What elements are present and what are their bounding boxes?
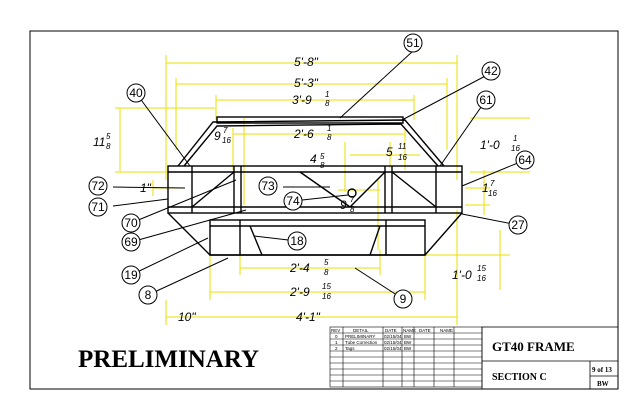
- dim-bottom-mid-den: 16: [322, 292, 331, 301]
- dim-bottom-offset: 10": [178, 310, 196, 324]
- dim-small-a-den: 8: [320, 161, 325, 170]
- rev-header-name: NAME: [403, 328, 416, 333]
- balloon-27: 27: [511, 218, 525, 232]
- dim-bottom-right: 1'-0: [452, 268, 472, 282]
- preliminary-stamp: PRELIMINARY: [78, 346, 259, 373]
- balloon-40: 40: [129, 86, 143, 100]
- sheet-number: 9 of 13: [592, 366, 612, 374]
- dim-width-mid: 5'-3": [294, 76, 319, 90]
- revision-table: [329, 326, 483, 388]
- dim-right-top-num: 1: [513, 134, 517, 143]
- section-label: SECTION C: [492, 372, 547, 383]
- rev-row-0-detail: PRELIMINARY: [345, 334, 375, 339]
- rev-row-2-detail: Tags: [345, 346, 355, 351]
- revision-table-text: REV DETAIL DATE NAME DATE NAME 0 PRELIMI…: [331, 328, 453, 351]
- dim-small-b: 5: [386, 145, 393, 159]
- dim-width-outer: 5'-8": [294, 55, 319, 69]
- balloons: [88, 33, 535, 309]
- dim-bottom-mid-num: 15: [322, 282, 331, 291]
- dim-bottom-right-num: 15: [477, 264, 486, 273]
- rev-row-0-rev: 0: [335, 334, 338, 339]
- dim-bottom-inner: 2'-4: [289, 261, 310, 275]
- balloon-70: 70: [124, 216, 138, 230]
- balloon-64: 64: [518, 153, 532, 167]
- dimension-labels: 5'-8" 5'-3" 3'-9 1 8 2'-6 1 8 11 5 8 9 7…: [93, 55, 520, 324]
- dim-width-roof-den: 8: [325, 99, 330, 108]
- dim-height-left-den: 8: [106, 142, 111, 151]
- dim-width-inner-top-den: 8: [327, 133, 332, 142]
- balloon-74: 74: [286, 194, 300, 208]
- dim-bottom-right-den: 16: [477, 274, 486, 283]
- balloon-8: 8: [145, 288, 152, 302]
- dim-height-left: 11: [93, 135, 105, 149]
- title-block: [481, 326, 619, 390]
- dim-width-roof-num: 1: [325, 90, 329, 99]
- dim-small-b-num: 11: [398, 142, 406, 151]
- dim-right-top-den: 16: [511, 144, 520, 153]
- dim-bottom-inner-num: 5: [324, 258, 329, 267]
- rev-row-1-rev: 1: [335, 340, 338, 345]
- dim-width-inner-top: 2'-6: [293, 127, 314, 141]
- sheet-border: [29, 30, 619, 390]
- dim-height-left-num: 5: [106, 132, 111, 141]
- dim-right-side: 1: [482, 181, 489, 195]
- drawing-title: GT40 FRAME: [492, 339, 575, 354]
- rev-row-1-date: 02/15/04: [384, 340, 402, 345]
- dim-width-inner-top-num: 1: [327, 124, 331, 133]
- dim-small-b-den: 16: [398, 153, 407, 162]
- dimension-lines: [115, 55, 530, 325]
- dim-tube-height-num: 7: [350, 195, 355, 204]
- dim-width-roof: 3'-9: [292, 93, 312, 107]
- rev-row-0-name: BW: [404, 334, 412, 339]
- dim-bottom-overall: 4'-1": [296, 310, 321, 324]
- balloon-51: 51: [406, 36, 420, 50]
- rev-header-rev: REV: [331, 328, 340, 333]
- frame-outline: [167, 116, 463, 256]
- balloon-18: 18: [290, 234, 304, 248]
- dim-height-inner-den: 16: [222, 136, 231, 145]
- rev-row-1-detail: Tube Correction: [345, 340, 378, 345]
- rev-row-2-rev: 2: [335, 346, 338, 351]
- balloon-labels: 51 42 40 61 64 72 73 71 74 70 69 18 27 1…: [91, 36, 532, 306]
- drawn-by: BW: [597, 380, 609, 388]
- dim-bottom-inner-den: 8: [324, 268, 329, 277]
- balloon-69: 69: [124, 235, 138, 249]
- dim-bottom-mid: 2'-9: [289, 285, 310, 299]
- balloon-9: 9: [400, 292, 407, 306]
- dim-right-side-den: 16: [488, 189, 497, 198]
- rev-header-detail: DETAIL: [353, 328, 369, 333]
- rev-header-date: DATE: [385, 328, 397, 333]
- dim-small-a-num: 5: [320, 152, 325, 161]
- dim-tube-height: 9: [340, 198, 347, 212]
- rev-row-1-name: BW: [404, 340, 412, 345]
- balloon-42: 42: [484, 64, 498, 78]
- dim-right-side-num: 7: [490, 179, 495, 188]
- balloon-61: 61: [479, 93, 493, 107]
- balloon-71: 71: [91, 200, 105, 214]
- rev-row-0-date: 02/15/04: [384, 334, 402, 339]
- dim-left-side: 1": [140, 181, 152, 195]
- dim-tube-height-den: 8: [350, 205, 355, 214]
- dim-height-inner: 9: [214, 129, 221, 143]
- dim-height-inner-num: 7: [223, 126, 228, 135]
- rev-row-2-date: 02/15/04: [384, 346, 402, 351]
- rev-header-date-2: DATE: [419, 328, 431, 333]
- balloon-73: 73: [261, 179, 275, 193]
- dim-right-top: 1'-0: [480, 138, 500, 152]
- rev-row-2-name: BW: [404, 346, 412, 351]
- dim-small-a: 4: [310, 152, 317, 166]
- rev-header-name-2: NAME: [440, 328, 453, 333]
- balloon-19: 19: [124, 268, 138, 282]
- balloon-72: 72: [91, 179, 105, 193]
